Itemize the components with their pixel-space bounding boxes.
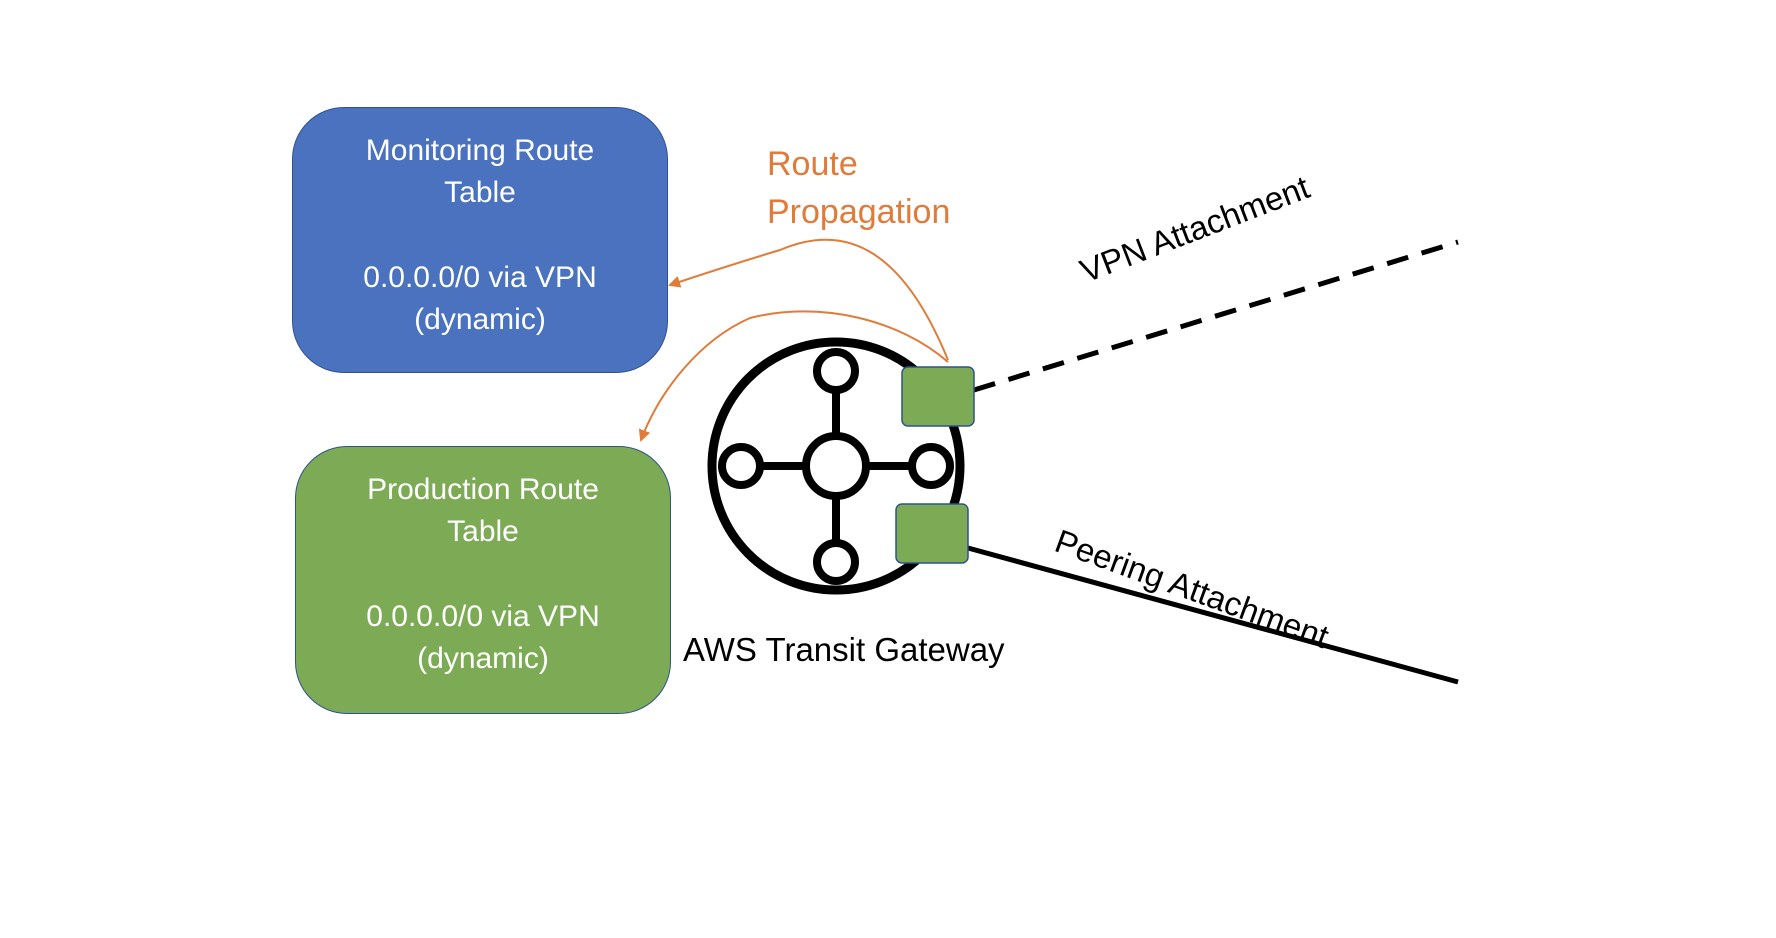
route-propagation-line2: Propagation xyxy=(767,193,951,231)
route-propagation-line1: Route xyxy=(767,145,858,183)
transit-gateway-label: AWS Transit Gateway xyxy=(683,631,1005,668)
production-route-line1: 0.0.0.0/0 via VPN xyxy=(366,600,600,633)
monitoring-route-table-title: Monitoring Route Table xyxy=(293,130,667,214)
peering-attachment-port[interactable] xyxy=(895,503,969,564)
propagation-arrow-to-monitoring xyxy=(668,238,949,361)
propagation-arrow-to-production xyxy=(638,310,949,442)
monitoring-route-table[interactable]: Monitoring Route Table 0.0.0.0/0 via VPN… xyxy=(292,107,668,373)
monitoring-title-line1: Monitoring Route xyxy=(365,134,595,167)
vpn-attachment-line xyxy=(973,239,1459,393)
production-route-entry: 0.0.0.0/0 via VPN (dynamic) xyxy=(296,596,670,680)
production-route-line2: (dynamic) xyxy=(417,642,549,675)
production-title-line2: Table xyxy=(447,515,519,548)
monitoring-title-line2: Table xyxy=(444,176,516,209)
monitoring-route-entry: 0.0.0.0/0 via VPN (dynamic) xyxy=(293,257,667,341)
production-route-table[interactable]: Production Route Table 0.0.0.0/0 via VPN… xyxy=(295,446,671,714)
vpn-attachment-port[interactable] xyxy=(901,366,975,427)
peering-attachment-line xyxy=(967,545,1459,685)
production-route-table-title: Production Route Table xyxy=(296,469,670,553)
route-propagation-label: Route Propagation xyxy=(767,140,950,236)
production-title-line1: Production Route xyxy=(367,473,599,506)
monitoring-route-line1: 0.0.0.0/0 via VPN xyxy=(363,261,597,294)
monitoring-route-line2: (dynamic) xyxy=(414,303,546,336)
